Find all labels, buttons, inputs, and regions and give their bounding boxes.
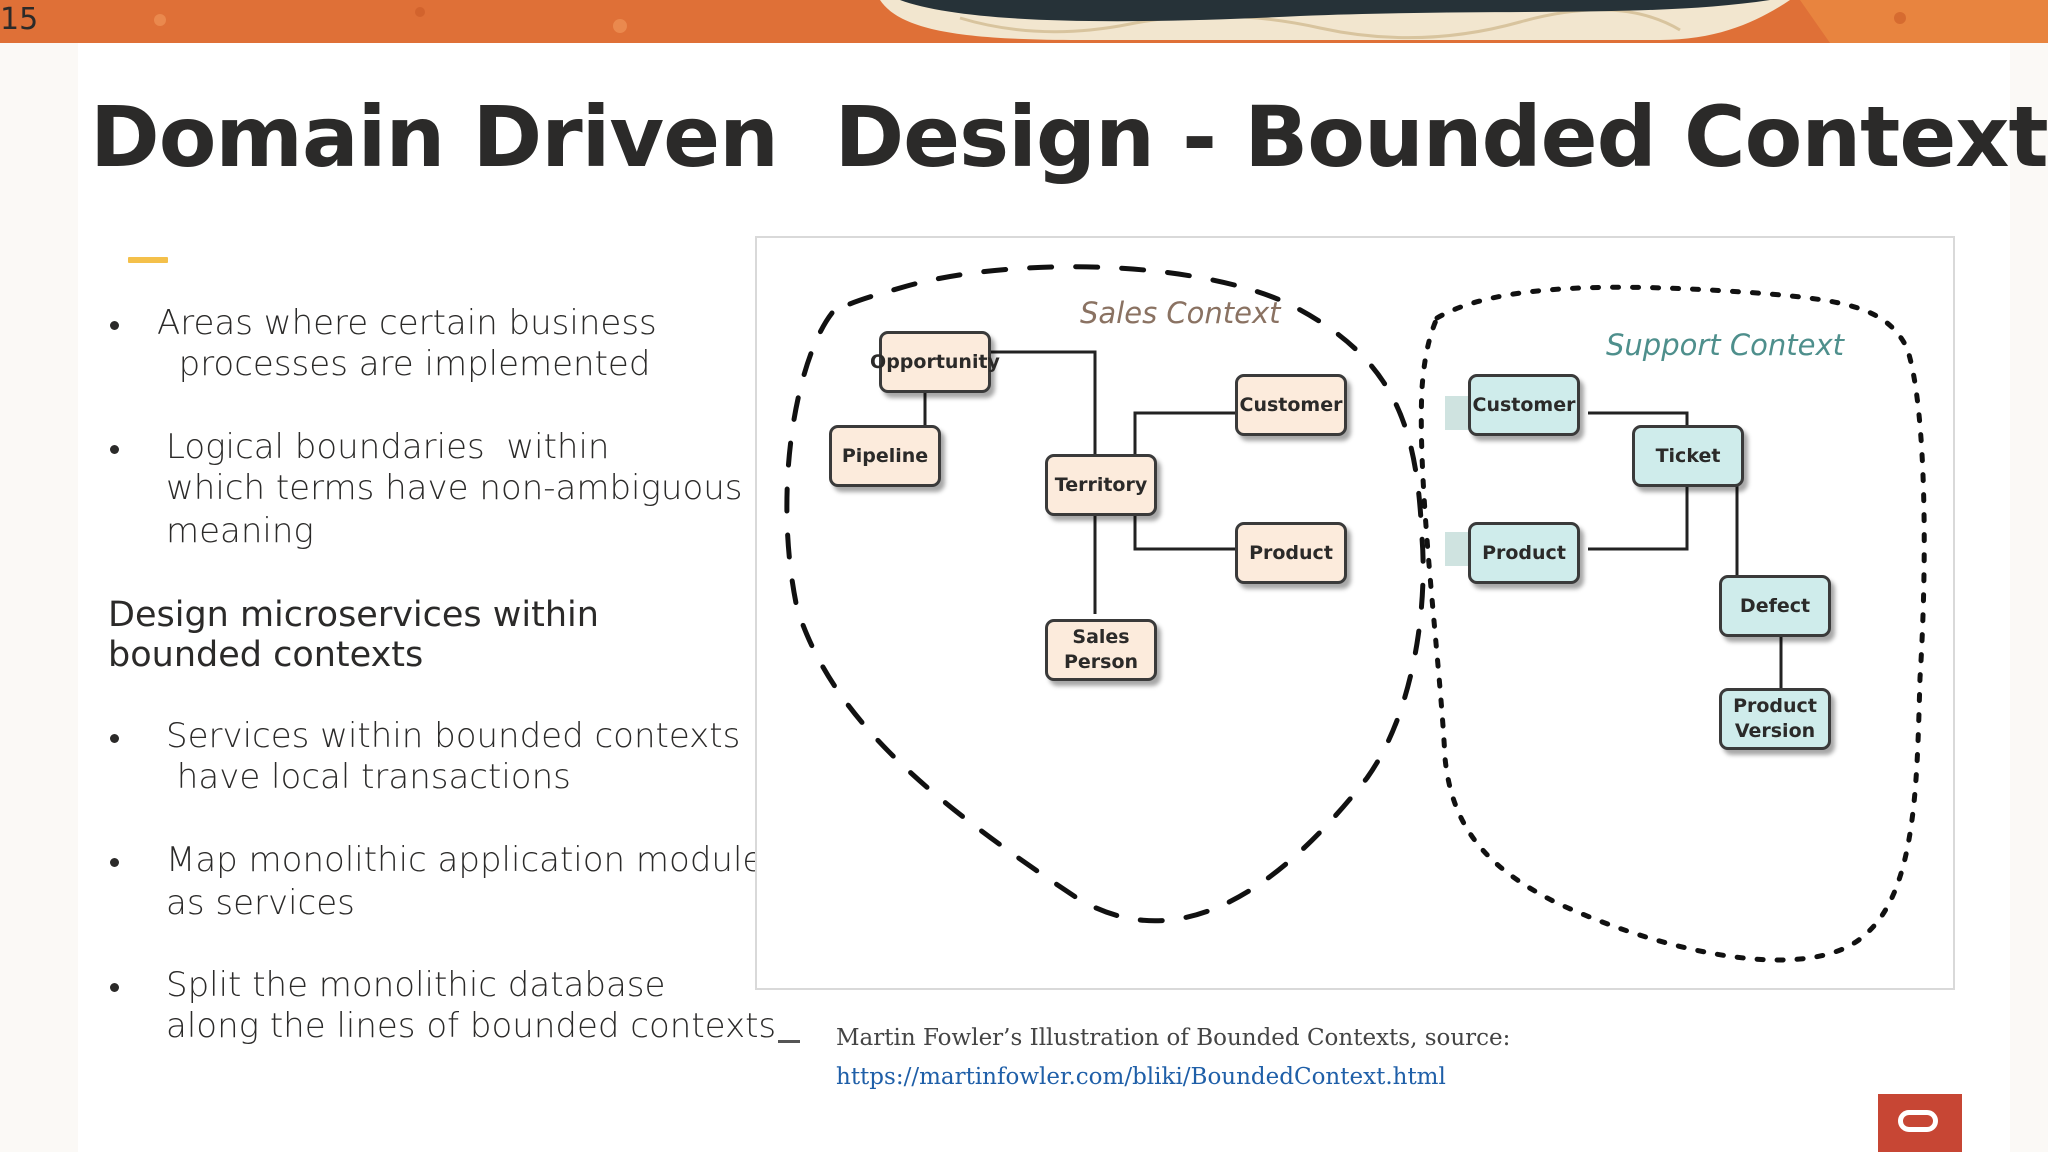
pipeline-node: Pipeline — [829, 425, 941, 487]
stray-dash — [778, 1040, 800, 1043]
bullet-marker — [110, 983, 119, 992]
section-subheading-line: Design microservices within — [108, 595, 599, 635]
accent-dash — [128, 257, 168, 263]
bullet-marker — [110, 321, 119, 330]
bullet-text-line: Map monolithic application modules — [166, 840, 782, 880]
bullet-text-line: which terms have non-ambiguous — [166, 468, 743, 508]
slide-number: 15 — [0, 2, 39, 37]
page-title: Domain Driven Design - Bounded Contexts — [90, 88, 2048, 186]
shared-product-link — [1445, 532, 1469, 566]
bullet-text-line: processes are implemented — [157, 344, 651, 384]
source-link[interactable]: https://martinfowler.com/bliki/BoundedCo… — [836, 1064, 1446, 1090]
diagram-caption: Martin Fowler’s Illustration of Bounded … — [836, 1025, 1511, 1051]
product-version-line: Version — [1734, 720, 1816, 742]
bullet-text-line: as services — [166, 883, 355, 923]
bullet-text-line: Logical boundaries within — [166, 427, 610, 467]
sales-context-boundary — [784, 264, 1426, 924]
oracle-logo — [1878, 1094, 1962, 1152]
bullet-text-line: Services within bounded contexts — [166, 716, 741, 756]
product-version-line: Product — [1733, 695, 1817, 717]
sales-person-node: Sales Person — [1045, 619, 1157, 681]
bullet-text-line: Areas where certain business — [157, 303, 657, 343]
opportunity-node: Opportunity — [870, 331, 1000, 393]
product-version-node: Product Version — [1719, 688, 1831, 750]
support-customer-node: Customer — [1468, 374, 1580, 436]
sales-customer-node: Customer — [1235, 374, 1347, 436]
bullet-marker — [110, 734, 119, 743]
shared-customer-link — [1445, 396, 1469, 430]
defect-node: Defect — [1719, 575, 1831, 637]
bullet-marker — [110, 858, 119, 867]
section-subheading-line: bounded contexts — [108, 635, 424, 675]
bullet-text-line: have local transactions — [166, 757, 571, 797]
bullet-text-line: meaning — [166, 511, 314, 551]
decorative-header-band — [0, 0, 2048, 43]
support-context-label: Support Context — [1606, 328, 1844, 362]
ticket-node: Ticket — [1632, 425, 1744, 487]
sales-product-node: Product — [1235, 522, 1347, 584]
bullet-marker — [110, 445, 119, 454]
support-product-node: Product — [1468, 522, 1580, 584]
support-context-boundary — [1418, 284, 1927, 963]
bullet-text-line: Split the monolithic database — [166, 965, 666, 1005]
territory-node: Territory — [1045, 454, 1157, 516]
bullet-text-line: along the lines of bounded contexts — [166, 1006, 777, 1046]
bounded-contexts-diagram: Sales Context Support Context Opportunit… — [755, 236, 1955, 990]
sales-context-label: Sales Context — [1080, 296, 1281, 330]
